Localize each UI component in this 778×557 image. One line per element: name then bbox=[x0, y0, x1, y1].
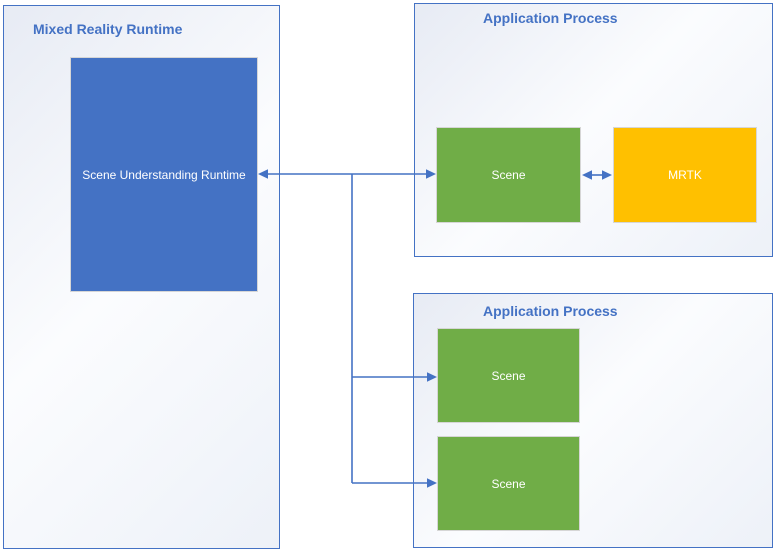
container-title-mixed-reality-runtime: Mixed Reality Runtime bbox=[33, 21, 183, 37]
node-label-scene-bottom: Scene bbox=[491, 476, 526, 491]
node-scene-understanding-runtime: Scene Understanding Runtime bbox=[70, 57, 258, 292]
container-title-application-process-top: Application Process bbox=[483, 10, 618, 26]
node-label-scene-understanding-runtime: Scene Understanding Runtime bbox=[82, 167, 246, 182]
node-label-scene-top: Scene bbox=[491, 168, 526, 182]
node-label-scene-middle: Scene bbox=[491, 368, 526, 383]
node-mrtk: MRTK bbox=[613, 127, 757, 223]
container-title-application-process-bottom: Application Process bbox=[483, 303, 618, 319]
node-label-mrtk: MRTK bbox=[668, 168, 702, 182]
arrow-runtime-scene-top bbox=[258, 169, 436, 179]
node-scene-bottom: Scene bbox=[437, 436, 580, 531]
node-scene-top: Scene bbox=[436, 127, 581, 223]
node-scene-middle: Scene bbox=[437, 328, 580, 423]
